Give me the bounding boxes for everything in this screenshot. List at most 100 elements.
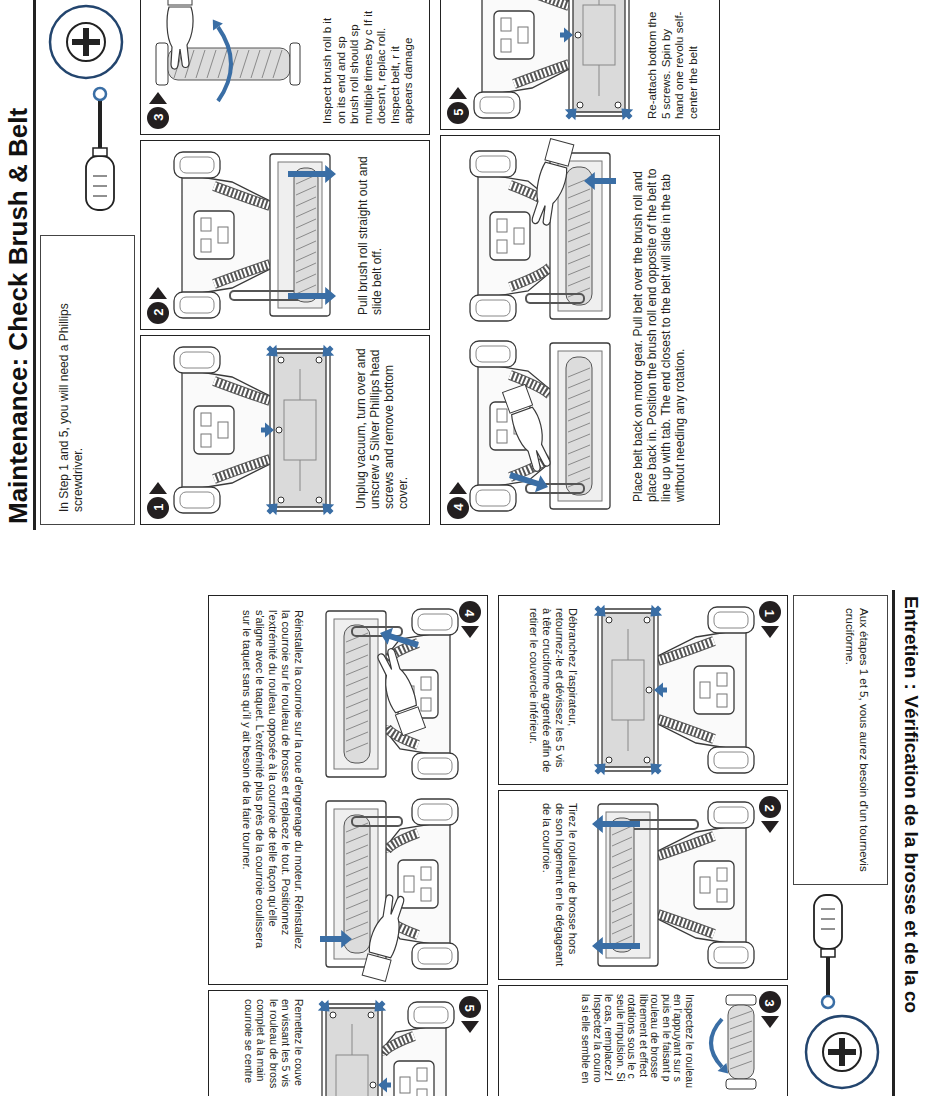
vacuum-drawing-part — [300, 460, 301, 491]
vacuum-drawing-part — [568, 244, 590, 253]
vacuum-drawing-part — [344, 815, 370, 953]
spin-arrow — [213, 20, 223, 31]
step-badge — [759, 796, 781, 833]
vacuum-drawing-part — [296, 208, 316, 217]
step-badge-part — [449, 87, 467, 99]
blue-arrow — [375, 1000, 387, 1012]
vacuum-drawing-part — [370, 1082, 376, 1088]
vacuum-drawing-part — [558, 351, 602, 501]
vacuum-drawing-part — [714, 612, 748, 628]
step-badge — [147, 287, 169, 324]
vacuum-drawing-part — [612, 881, 632, 890]
hand-drawing-part — [372, 646, 418, 713]
vacuum-drawing-part — [514, 64, 569, 84]
vacuum-drawing-part — [658, 719, 714, 739]
vacuum-drawing-part — [336, 1055, 368, 1096]
vacuum-drawing-part — [568, 456, 590, 465]
vacuum-drawing-part — [346, 845, 368, 854]
blue-arrow — [622, 109, 634, 121]
vacuum-drawing-part — [602, 613, 654, 767]
vacuum-drawing-part — [412, 753, 458, 779]
vacuum-drawing-part — [214, 459, 270, 479]
vacuum-drawing — [320, 799, 458, 982]
vacuum-drawing-part — [346, 688, 368, 697]
vacuum-drawing-part — [418, 948, 452, 964]
brush-roll-drawing-part — [726, 1079, 756, 1089]
vacuum-drawing-part — [476, 490, 510, 506]
vacuum-drawing-part — [568, 266, 590, 275]
panel-illustration — [147, 0, 300, 129]
vacuum-drawing-part — [174, 292, 220, 318]
vacuum-drawing-part — [474, 92, 520, 118]
brush-roll-drawing-part — [156, 43, 168, 85]
vacuum-drawing-part — [568, 467, 590, 476]
blue-arrow — [594, 764, 606, 776]
vacuum-drawing-part — [658, 641, 714, 661]
screwdriver-icon — [814, 895, 842, 1008]
vacuum-drawing-part — [644, 617, 650, 623]
vacuum-drawing-part — [568, 390, 590, 399]
vacuum-drawing-part — [352, 817, 402, 826]
vacuum-drawing-part — [568, 423, 590, 432]
vacuum-drawing-part — [180, 492, 214, 508]
vacuum-drawing-part — [201, 218, 211, 231]
vacuum-drawing-part — [497, 409, 507, 422]
vacuum-drawing-part — [278, 162, 322, 308]
blue-arrow — [323, 504, 335, 516]
screwdriver-icon-part — [821, 949, 835, 957]
vacuum-drawing-part — [214, 264, 270, 284]
vacuum-drawing-part — [296, 285, 316, 294]
vacuum-drawing-part — [214, 381, 270, 401]
vacuum-drawing-part — [418, 804, 452, 820]
vacuum-drawing-part — [612, 925, 632, 934]
vacuum-drawing-part — [598, 609, 658, 771]
vacuum-drawing-part — [708, 607, 754, 633]
blue-arrow — [318, 1000, 330, 1012]
vacuum-drawing-part — [656, 824, 746, 946]
vacuum-drawing-part — [568, 222, 590, 231]
step-panel: 4Réinstallez la courroie sur la roue d'e… — [208, 595, 488, 985]
hand-drawing-part — [527, 162, 568, 229]
vacuum-drawing-part — [214, 459, 270, 479]
hand-drawing — [372, 646, 426, 736]
vacuum-drawing-part — [518, 27, 528, 43]
vacuum-drawing-part — [182, 369, 272, 491]
step-number: 2 — [758, 797, 780, 819]
screwdriver-icon-part — [86, 156, 114, 210]
vacuum-drawing-part — [412, 799, 458, 825]
brush-roll-drawing-part — [730, 1051, 752, 1059]
vacuum-drawing-part — [526, 294, 584, 303]
vacuum-drawing-part — [214, 186, 270, 206]
vacuum-drawing-part — [346, 732, 368, 741]
blue-arrow — [266, 345, 278, 357]
step-number: 4 — [448, 496, 470, 518]
hand-drawing-part — [545, 139, 574, 166]
step-badge-part — [761, 821, 779, 833]
vacuum-drawing-part — [296, 252, 316, 261]
vacuum-drawing-part — [606, 757, 612, 763]
step-panel: 5Re-attach bottom the 5 screws. Spin by … — [440, 0, 720, 130]
step-text: Inspect brush roll b it on its end and s… — [321, 6, 416, 124]
vacuum-drawing-part — [296, 263, 316, 272]
vacuum-drawing-part — [418, 614, 452, 630]
panel-illustration — [594, 601, 781, 775]
english-section: In Step 1 and 5, you will need a Phillip… — [0, 0, 730, 530]
vacuum-drawing-part — [382, 1036, 414, 1056]
vacuum-drawing-part — [656, 629, 746, 751]
brush-roll-drawing-part — [262, 50, 271, 78]
vacuum-drawing-part — [568, 379, 590, 388]
vacuum-drawing-part — [296, 230, 316, 239]
step-badge — [459, 601, 481, 638]
step-badge — [447, 482, 469, 519]
hand-drawing — [361, 892, 408, 982]
phillips-symbol-part — [823, 1033, 861, 1071]
vacuum-drawing-part — [575, 32, 581, 38]
vacuum-drawing-part — [316, 357, 322, 363]
vacuum-drawing-part — [418, 758, 452, 774]
vacuum-drawing-part — [490, 212, 530, 260]
vacuum-drawing-part — [346, 867, 368, 876]
vacuum-drawing-part — [606, 812, 650, 958]
screwdriver-icon-part — [814, 895, 842, 949]
step-text: Pull brush roll straight out and slide b… — [356, 150, 384, 315]
vacuum-drawing-part — [694, 666, 734, 714]
